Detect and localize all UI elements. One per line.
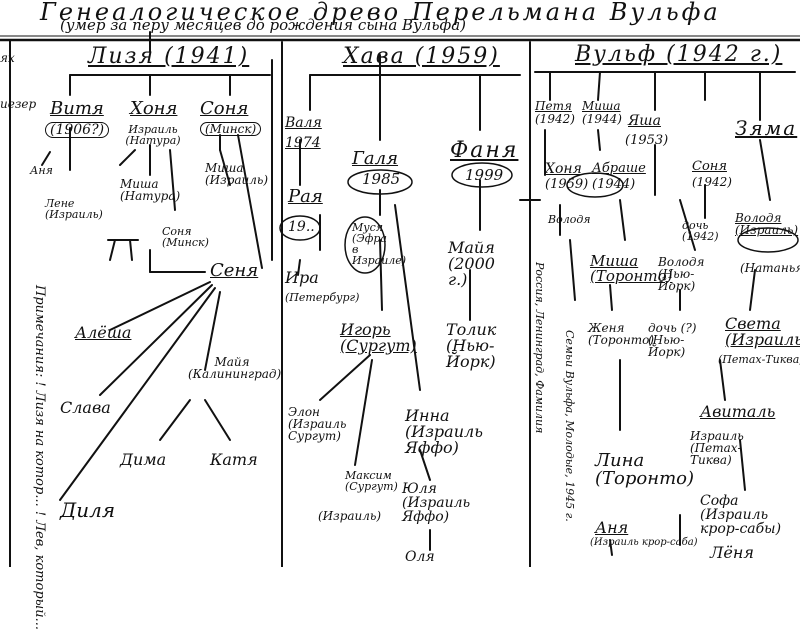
vulf-child-2-year: (1944) — [582, 112, 622, 126]
vulf-child-1-year: (1942) — [535, 112, 575, 126]
vulf-grand-3: Володя (Нью-Йорк) — [658, 255, 705, 293]
vulf-child-3-year: (1953) — [625, 133, 669, 148]
vulf-grand-16: (Израиль крор-саба) — [590, 537, 698, 548]
lizya-head: Лизя (1941) — [88, 44, 250, 69]
vulf-child-4-name: Зяма — [735, 116, 798, 140]
hava-grand-8: Элон (Израиль Сургут) — [288, 405, 347, 443]
hava-grand-9: Максим (Сургут) — [345, 469, 398, 493]
hava-child-2-year: 1985 — [362, 170, 401, 188]
vulf-side-note-1: Россия, Ленинград, Фамилия — [533, 262, 546, 434]
hava-grand-12: Оля — [405, 549, 435, 565]
vulf-child-6-name: Абраше — [592, 161, 646, 176]
vulf-grand-7: Света (Израиль) — [725, 314, 800, 349]
hava-child-1-year: 1974 — [285, 135, 321, 151]
hava-child-1-name: Валя — [285, 115, 322, 131]
left-edge-top-1: ях — [0, 51, 15, 65]
vulf-child-3-name: Яша — [628, 113, 661, 129]
lizya-grand-1: Аня — [30, 164, 53, 177]
vulf-child-7-year: (1942) — [692, 175, 732, 189]
lizya-child-2-name: Хоня — [130, 98, 178, 119]
vulf-grand-4: дочь (1942) — [682, 219, 719, 243]
lizya-grand-11: Катя — [210, 450, 258, 469]
vulf-grand-14: Софа (Израиль крор-сабы) — [700, 493, 782, 537]
vulf-grand-15: Аня — [595, 518, 629, 537]
vulf-child-1-name: Петя — [535, 99, 572, 113]
lizya-grand-4: Миша (Израиль) — [205, 161, 269, 187]
lizya-grand-8: Майя (Калининград) — [188, 355, 282, 381]
lizya-grand-3: Миша (Натура) — [120, 177, 181, 203]
hava-grand-1: Ира — [285, 268, 319, 287]
vulf-grand-10: дочь (?) (Нью-Йорк) — [648, 321, 697, 359]
vulf-side-note-2: Семьи Вульфа, Молодые, 1945 г. — [563, 330, 576, 522]
hava-head: Хава (1959) — [343, 44, 500, 69]
vulf-child-2-name: Миша — [582, 99, 621, 113]
vulf-grand-17: Лёня — [710, 543, 754, 562]
lizya-grand-7: Алёша — [75, 323, 132, 342]
genealogy-tree-sheet — [0, 31, 800, 567]
vulf-grand-12: Израиль (Петах-Тиква) — [690, 429, 744, 467]
lizya-child-3-name: Соня — [200, 98, 249, 119]
lizya-grand-6: Сеня — [210, 260, 259, 281]
lizya-grand-10: Дима — [120, 450, 167, 469]
vulf-grand-11: Авиталь — [700, 402, 776, 421]
vulf-grand-6: (Натанья) — [740, 261, 800, 275]
hava-child-4-name: Рая — [288, 186, 323, 207]
left-edge-note: Примечания: ! Лизя на котор... ! Лев, ко… — [32, 285, 47, 630]
lizya-child-2-place: Израиль (Натура) — [125, 123, 181, 147]
lizya-child-1-year: (1906?) — [45, 122, 110, 138]
vulf-child-6-year: (1944) — [592, 177, 636, 192]
hava-child-2-name: Галя — [352, 148, 399, 169]
hava-grand-10: (Израиль) — [318, 509, 382, 523]
vulf-child-5-year: (1959) — [545, 177, 589, 192]
left-edge-top-2: иезер — [0, 97, 37, 111]
lizya-grand-2: Лене (Израиль) — [45, 197, 103, 221]
hava-grand-5: Толик (Нью-Йорк) — [446, 320, 497, 371]
page-title: Генеалогическое древо Перельмана Вульфа — [40, 0, 721, 26]
lizya-child-1-name: Витя — [50, 98, 104, 119]
hava-grand-11: Юля (Израиль Яффо) — [402, 481, 471, 525]
vulf-grand-1: Володя — [548, 213, 591, 226]
vulf-child-5-name: Хоня — [545, 161, 582, 177]
hava-child-3-name: Фаня — [450, 138, 519, 163]
vulf-grand-9: Женя (Торонто) — [588, 321, 655, 347]
hava-grand-2: (Петербург) — [285, 291, 360, 304]
vulf-grand-2: Миша (Торонто) — [590, 252, 673, 285]
vulf-grand-8: (Петах-Тиква) — [718, 353, 800, 366]
hava-grand-4: Майя (2000 г.) — [448, 238, 495, 289]
hava-grand-6: Игорь (Сургут) — [340, 320, 417, 355]
hava-grand-7: Инна (Израиль Яффо) — [405, 406, 483, 457]
lizya-grand-12: Диля — [60, 498, 116, 522]
lizya-child-3-place: (Минск) — [200, 122, 262, 136]
vulf-grand-5: Володя (Израиль) — [735, 211, 799, 237]
lizya-grand-9: Слава — [60, 398, 111, 417]
vulf-child-7-name: Соня — [692, 159, 727, 174]
hava-grand-3: Муся (Эфра в Израиле) — [352, 221, 407, 267]
lizya-grand-5: Соня (Минск) — [162, 225, 209, 249]
page-subtitle: (умер за перу месяцев до рождения сына В… — [60, 16, 467, 34]
hava-child-4-year: 19.. — [288, 219, 315, 235]
vulf-head: Вульф (1942 г.) — [575, 42, 783, 67]
hava-child-3-year: 1999 — [465, 166, 504, 184]
hava-fanya-year-oval — [451, 162, 513, 188]
vulf-grand-13: Лина (Торонто) — [595, 450, 695, 489]
